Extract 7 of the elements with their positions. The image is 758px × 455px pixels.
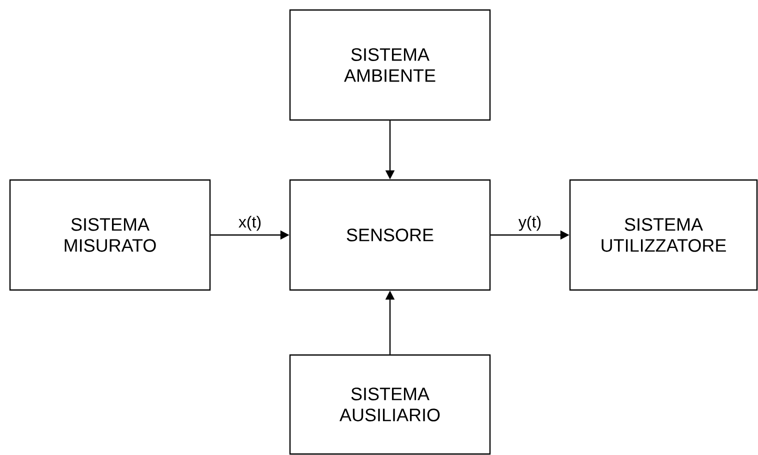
- system-box: SISTEMA MISURATO: [9, 179, 211, 291]
- system-box: SENSORE: [289, 179, 491, 291]
- system-box: SISTEMA AMBIENTE: [289, 9, 491, 121]
- edge-label: x(t): [238, 216, 261, 231]
- system-box: SISTEMA UTILIZZATORE: [569, 179, 758, 291]
- system-box: SISTEMA AUSILIARIO: [289, 354, 491, 455]
- edge-label: y(t): [518, 216, 541, 231]
